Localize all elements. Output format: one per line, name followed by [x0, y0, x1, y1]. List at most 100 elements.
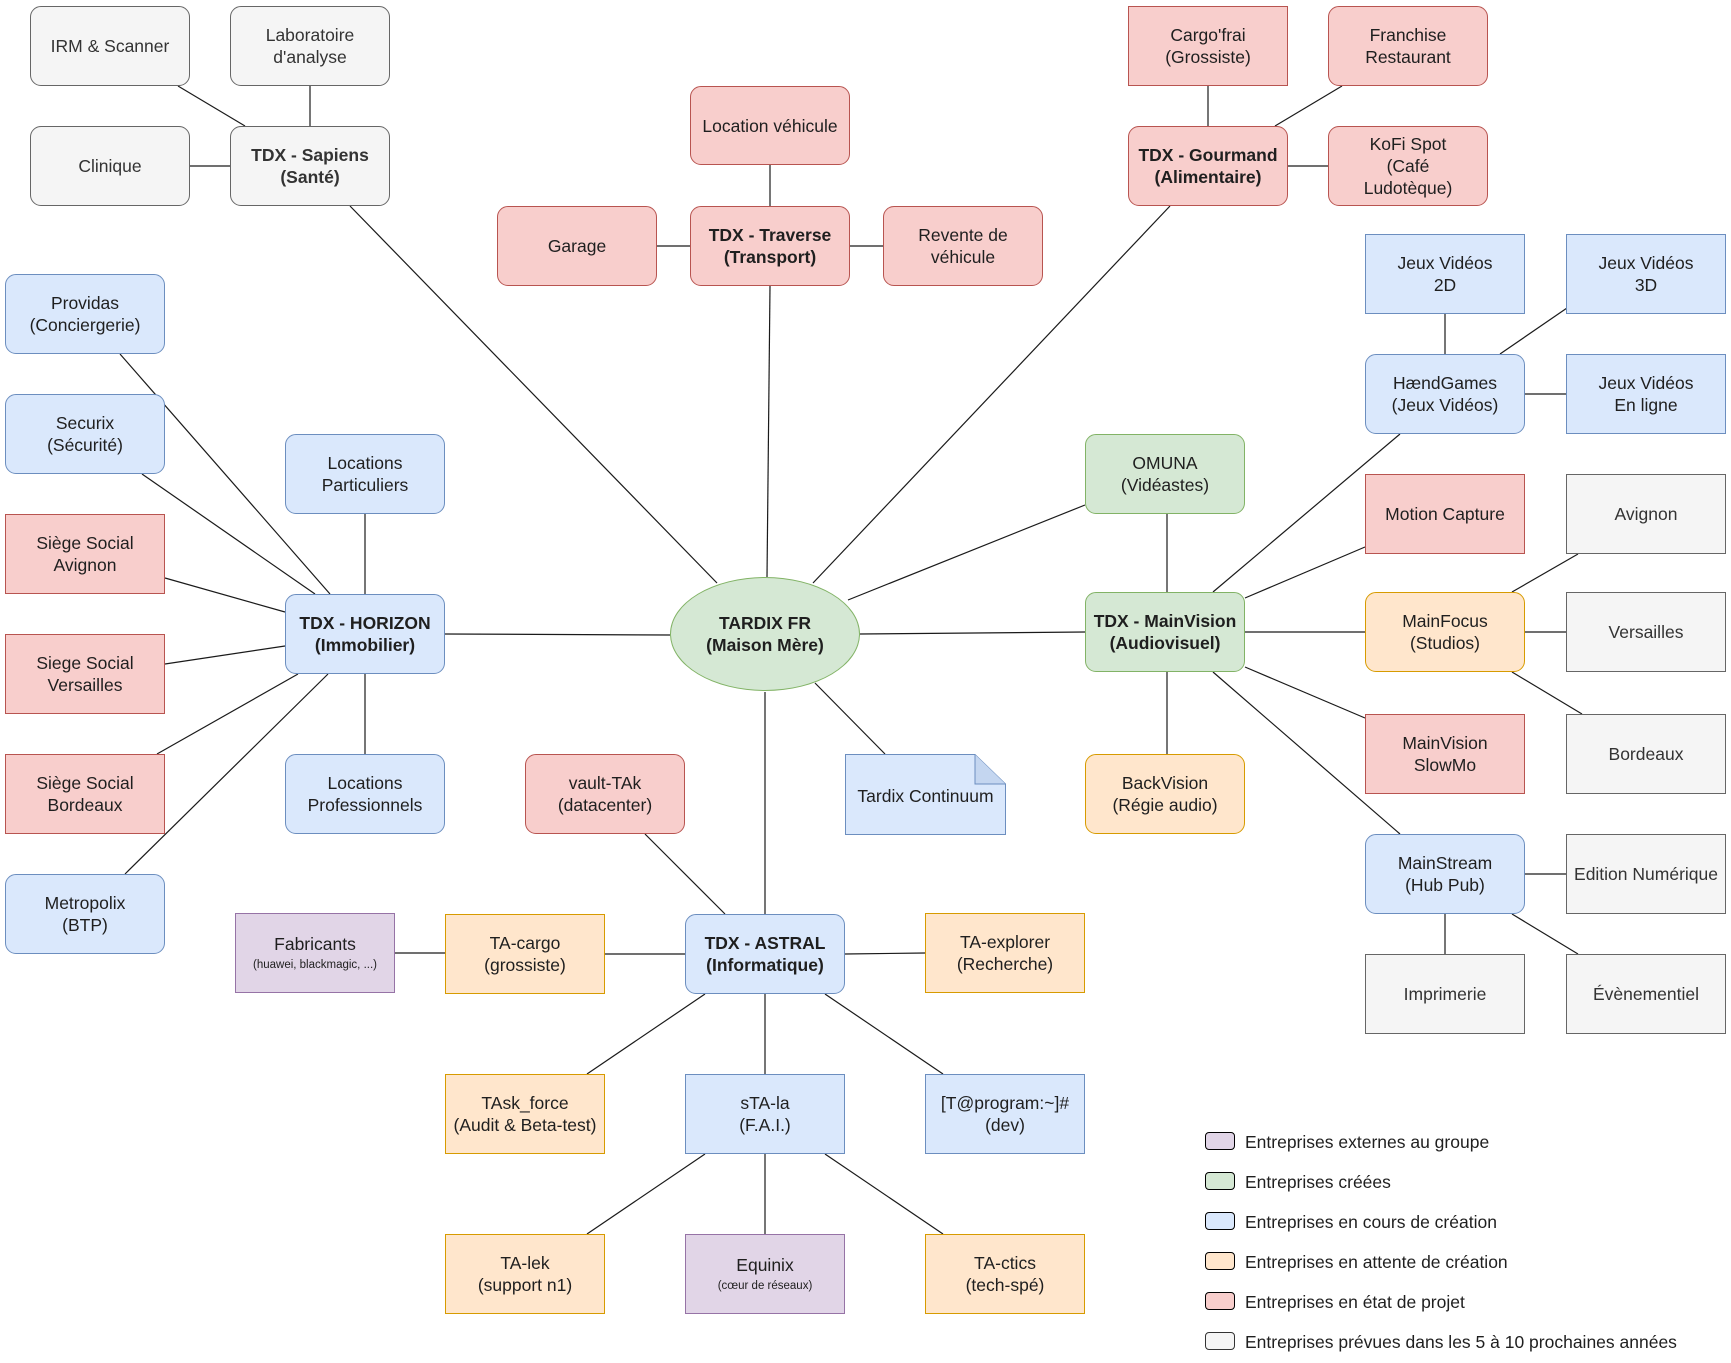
node-label-line: MainVision [1402, 733, 1488, 753]
node-label-line: Jeux Vidéos [1397, 253, 1493, 273]
node-omuna[interactable]: OMUNA(Vidéastes) [1085, 434, 1245, 514]
node-label-line: (tech-spé) [965, 1275, 1045, 1295]
node-label-line: Siege Social [36, 653, 134, 673]
node-imprimerie[interactable]: Imprimerie [1365, 954, 1525, 1034]
node-label-line: (F.A.I.) [739, 1115, 791, 1135]
node-label-line: Motion Capture [1385, 504, 1505, 524]
legend-swatch-red [1205, 1292, 1235, 1310]
node-motion[interactable]: Motion Capture [1365, 474, 1525, 554]
node-label-line: (Maison Mère) [706, 635, 824, 655]
node-edition[interactable]: Edition Numérique [1566, 834, 1726, 914]
node-mainstream[interactable]: MainStream(Hub Pub) [1365, 834, 1525, 914]
node-location-vehicule[interactable]: Location véhicule [690, 86, 850, 165]
node-label-line: IRM & Scanner [50, 36, 170, 56]
node-label-line: (grossiste) [484, 955, 566, 975]
legend-swatch-orange [1205, 1252, 1235, 1270]
node-securix[interactable]: Securix(Sécurité) [5, 394, 165, 474]
node-bordeaux[interactable]: Bordeaux [1566, 714, 1726, 794]
node-irm[interactable]: IRM & Scanner [30, 6, 190, 86]
node-label-line: TAsk_force [481, 1093, 569, 1113]
node-label-line: (Studios) [1409, 633, 1481, 653]
edge [349, 205, 718, 584]
node-metropolix[interactable]: Metropolix(BTP) [5, 874, 165, 954]
node-label-line: (Conciergerie) [29, 315, 141, 335]
edge [1212, 433, 1401, 593]
node-label-line: BackVision [1121, 773, 1209, 793]
node-stala[interactable]: sTA-la(F.A.I.) [685, 1074, 845, 1154]
node-label-line: (Hub Pub) [1405, 875, 1485, 895]
node-label-line: (Sécurité) [47, 435, 123, 455]
legend-swatch-purple [1205, 1132, 1235, 1150]
node-label-line: (Audiovisuel) [1109, 633, 1221, 653]
edge [766, 285, 771, 578]
note-shape [845, 754, 1006, 835]
node-program[interactable]: [T@program:~]#(dev) [925, 1074, 1085, 1154]
edge [586, 993, 706, 1075]
node-label-line: Cargo'frai [1170, 25, 1246, 45]
edge [141, 473, 316, 595]
node-providas[interactable]: Providas(Conciergerie) [5, 274, 165, 354]
node-label-line: En ligne [1614, 395, 1678, 415]
node-talek[interactable]: TA-lek(support n1) [445, 1234, 605, 1314]
node-avignon[interactable]: Avignon [1566, 474, 1726, 554]
node-tacargo[interactable]: TA-cargo(grossiste) [445, 914, 605, 994]
node-backvision[interactable]: BackVision(Régie audio) [1085, 754, 1245, 834]
legend-label: Entreprises en attente de création [1245, 1252, 1508, 1272]
node-label-line: Avignon [53, 555, 117, 575]
node-taexplorer[interactable]: TA-explorer(Recherche) [925, 913, 1085, 993]
node-label-line: Location véhicule [702, 115, 838, 136]
node-mainfocus[interactable]: MainFocus(Studios) [1365, 592, 1525, 672]
legend-label: Entreprises prévues dans les 5 à 10 proc… [1245, 1332, 1677, 1352]
node-label-line: (Café [1386, 156, 1430, 176]
node-taskforce[interactable]: TAsk_force(Audit & Beta-test) [445, 1074, 605, 1154]
node-label-line: TDX - HORIZON [299, 613, 431, 633]
node-traverse[interactable]: TDX - Traverse(Transport) [690, 206, 850, 286]
node-sublabel: (huawei, blackmagic, ...) [253, 959, 377, 971]
node-label-line: Évènementiel [1592, 984, 1700, 1004]
node-gourmand[interactable]: TDX - Gourmand(Alimentaire) [1128, 126, 1288, 206]
node-label-line: TDX - ASTRAL [704, 933, 826, 953]
edge [1499, 307, 1568, 355]
edge [824, 993, 944, 1075]
node-horizon[interactable]: TDX - HORIZON(Immobilier) [285, 594, 445, 674]
node-astral[interactable]: TDX - ASTRAL(Informatique) [685, 914, 845, 994]
node-label-line: Tardix Continuum [857, 785, 994, 806]
node-tardix[interactable]: TARDIX FR(Maison Mère) [670, 577, 860, 691]
node-haendgames[interactable]: HændGames(Jeux Vidéos) [1365, 354, 1525, 434]
node-label-line: (Informatique) [706, 955, 824, 975]
node-clinique[interactable]: Clinique [30, 126, 190, 206]
node-cargofrai[interactable]: Cargo'frai(Grossiste) [1128, 6, 1288, 86]
node-tactics[interactable]: TA-ctics(tech-spé) [925, 1234, 1085, 1314]
node-label-line: Revente de [918, 225, 1008, 245]
node-equinix[interactable]: Equinix(cœur de réseaux) [685, 1234, 845, 1314]
node-mainvision[interactable]: TDX - MainVision(Audiovisuel) [1085, 592, 1245, 672]
edge [156, 673, 299, 755]
node-label-line: (Audit & Beta-test) [453, 1115, 597, 1135]
node-evenementiel[interactable]: Évènementiel [1566, 954, 1726, 1034]
node-versailles[interactable]: Versailles [1566, 592, 1726, 672]
node-continuum[interactable]: Tardix Continuum [845, 754, 1006, 835]
node-label-line: TA-explorer [959, 932, 1051, 952]
node-label-line: Versailles [1608, 622, 1684, 642]
node-label-line: 2D [1433, 275, 1457, 295]
node-vault[interactable]: vault-TAk(datacenter) [525, 754, 685, 834]
node-label-line: Fabricants [274, 934, 356, 954]
node-sapiens[interactable]: TDX - Sapiens(Santé) [230, 126, 390, 206]
node-fabricants[interactable]: Fabricants (huawei, blackmagic, ...) [235, 913, 395, 993]
edge [644, 833, 726, 915]
node-garage[interactable]: Garage [497, 206, 657, 286]
